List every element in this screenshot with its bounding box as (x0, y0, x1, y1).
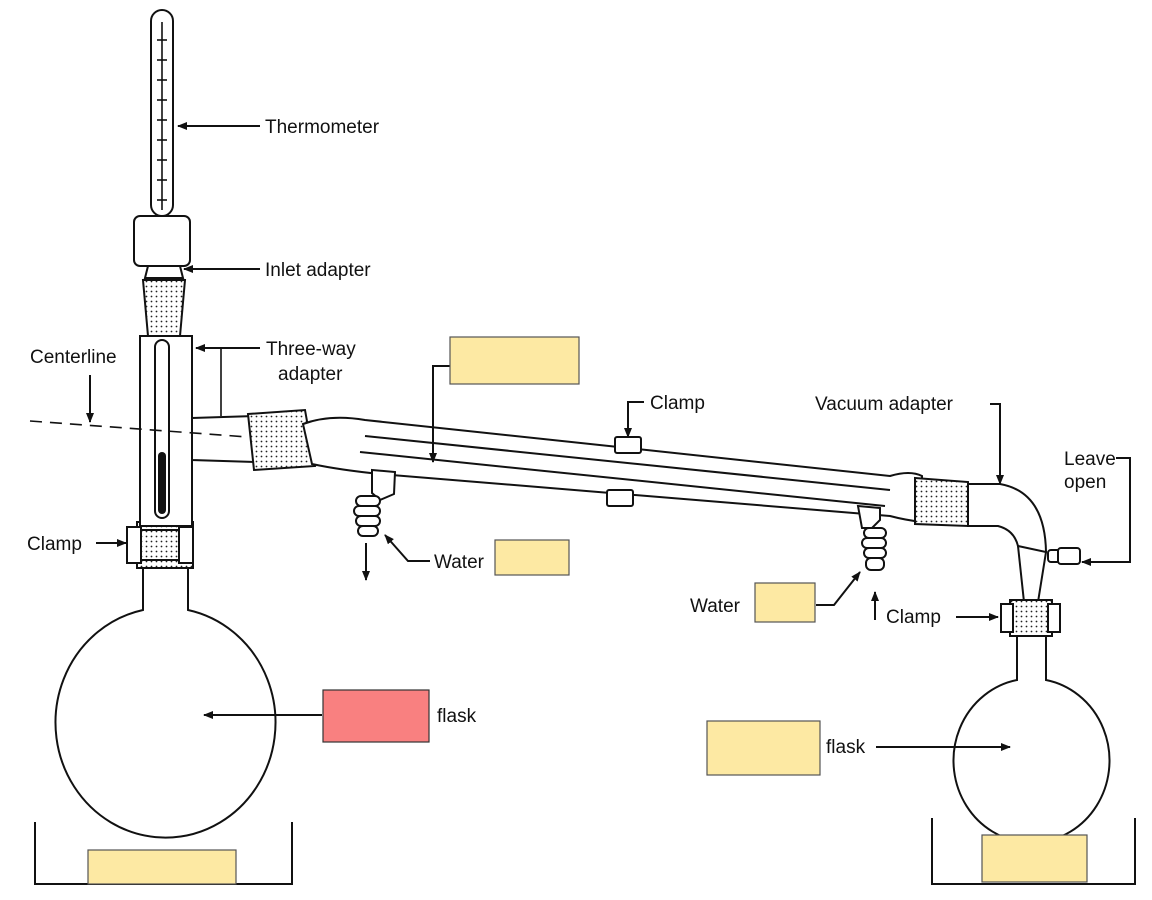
right-round-bottom-flask (952, 635, 1111, 844)
answer-box-right-bath[interactable] (981, 834, 1088, 883)
inlet-adapter (133, 215, 191, 337)
thermometer (150, 9, 174, 519)
label-water-in: Water (690, 596, 741, 617)
label-leave-open-line1: Leave (1064, 449, 1116, 470)
condenser (301, 416, 923, 529)
answer-box-condenser[interactable] (449, 336, 580, 385)
condenser-inlet-joint (246, 408, 317, 472)
label-three-way-line2: adapter (278, 364, 343, 385)
label-three-way-line1: Three-way (266, 339, 356, 360)
water-out-leader (384, 534, 430, 562)
label-flask-left: flask (437, 706, 477, 727)
label-thermometer: Thermometer (265, 117, 380, 138)
answer-box-water-out[interactable] (494, 539, 570, 576)
left-round-bottom-flask (54, 559, 277, 839)
answer-box-left-flask[interactable] (322, 689, 430, 743)
condenser-label-leader (429, 365, 450, 463)
leave-open-leader (1081, 457, 1131, 566)
vacuum-adapter-leader (990, 403, 1004, 485)
vacuum-adapter (914, 476, 1081, 603)
label-leave-open-line2: open (1064, 472, 1106, 493)
right-receiving-bath (931, 818, 1136, 885)
condenser-clamp-top (614, 436, 642, 454)
clamp-top-leader (624, 401, 644, 438)
label-flask-right: flask (826, 737, 866, 758)
label-clamp-top: Clamp (650, 393, 705, 414)
left-clamp (126, 521, 194, 569)
label-centerline: Centerline (30, 347, 117, 368)
condenser-clamp-bottom (606, 489, 634, 507)
label-clamp-right: Clamp (886, 607, 941, 628)
label-clamp-left: Clamp (27, 534, 82, 555)
answer-box-water-in[interactable] (754, 582, 816, 623)
label-vacuum-adapter: Vacuum adapter (815, 394, 954, 415)
label-water-out: Water (434, 552, 485, 573)
water-inlet-connector (861, 527, 887, 571)
water-in-leader (816, 571, 861, 606)
answer-box-left-heater[interactable] (87, 849, 237, 885)
water-outlet-connector (353, 495, 381, 537)
vacuum-side-arm (1047, 547, 1081, 565)
answer-box-right-flask[interactable] (706, 720, 821, 776)
label-inlet-adapter: Inlet adapter (265, 260, 371, 281)
centerline-dashed (29, 420, 249, 438)
right-clamp (1000, 599, 1061, 637)
